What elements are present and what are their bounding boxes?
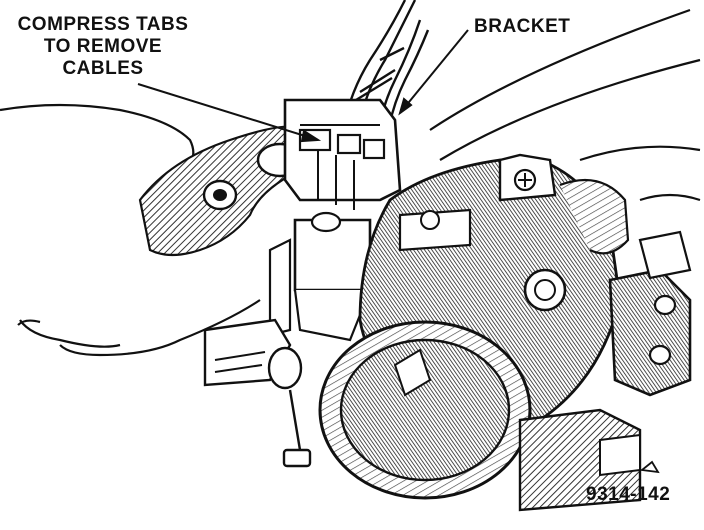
figure-number: 9314-142 [586, 484, 671, 505]
leader-lines [137, 29, 469, 143]
throttle-bore [318, 320, 532, 500]
callout-compress-line-1: COMPRESS TABS [17, 14, 189, 35]
callout-compress-line-3: CABLES [62, 58, 144, 79]
mounting-plate [138, 125, 304, 257]
callout-compress-line-2: TO REMOVE [43, 36, 163, 57]
cable-bracket [283, 98, 402, 210]
intake-hoses [429, 8, 701, 202]
manifold-base [518, 408, 642, 512]
linkage-arm [203, 318, 312, 468]
callout-compress-tabs: COMPRESS TABS TO REMOVE CABLES [8, 14, 198, 80]
callout-bracket: BRACKET [474, 16, 571, 37]
linkage-block [268, 211, 372, 342]
sensor-connector [608, 230, 692, 397]
fig-mark [639, 460, 660, 474]
